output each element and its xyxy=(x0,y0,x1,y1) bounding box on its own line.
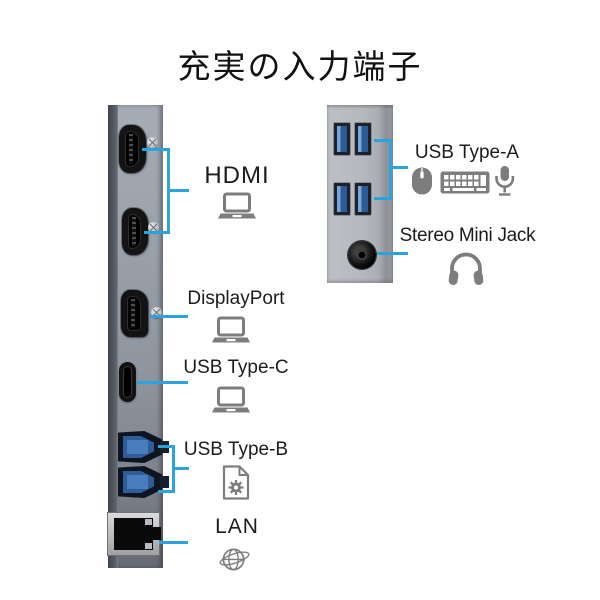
lan-inner xyxy=(114,518,153,550)
usb-b-inner xyxy=(123,436,154,458)
hdmi-label: HDMI xyxy=(204,162,270,189)
lan-latch xyxy=(153,527,161,540)
usb-b-inner xyxy=(123,471,154,493)
usb-type-b-label: USB Type-B xyxy=(183,439,289,460)
connector-line xyxy=(389,139,392,200)
laptop-icon xyxy=(212,316,250,345)
connector-line xyxy=(159,541,188,544)
usb-c-slot xyxy=(123,366,132,398)
connector-line xyxy=(158,490,175,493)
usb-type-a-port xyxy=(354,122,372,156)
hdmi-port-2 xyxy=(122,208,148,255)
laptop-icon xyxy=(218,192,256,221)
connector-line xyxy=(142,148,168,151)
usb-type-a-pair-2 xyxy=(333,182,372,216)
connector-line xyxy=(389,166,408,169)
displayport-label: DisplayPort xyxy=(187,288,285,309)
headphones-icon xyxy=(447,251,485,287)
laptop-icon xyxy=(212,386,250,415)
connector-line xyxy=(374,197,392,200)
lan-label: LAN xyxy=(215,515,259,538)
stereo-mini-jack-label: Stereo Mini Jack xyxy=(399,225,536,246)
screw-cross xyxy=(153,309,160,316)
jack-hole xyxy=(357,250,367,260)
lan-port xyxy=(107,512,161,556)
displayport-pins xyxy=(131,299,135,328)
usb-a-inner xyxy=(337,126,347,152)
microphone-icon xyxy=(493,165,516,197)
usb-b-latch xyxy=(160,476,169,488)
usb-type-a-label: USB Type-A xyxy=(414,142,520,163)
screw-icon xyxy=(148,222,159,233)
usb-type-b-port-2 xyxy=(118,466,162,498)
connector-line xyxy=(137,381,188,384)
connector-line xyxy=(377,252,408,255)
screw-icon xyxy=(147,137,158,148)
page-title: 充実の入力端子 xyxy=(177,48,423,85)
connector-line xyxy=(374,139,392,142)
lan-pin xyxy=(145,543,152,549)
usb-type-a-pair-1 xyxy=(333,122,372,156)
hdmi-pins xyxy=(129,134,133,164)
screw-icon xyxy=(151,307,162,318)
usb-a-inner xyxy=(358,186,368,212)
usb-a-inner xyxy=(358,126,368,152)
keyboard-icon xyxy=(440,171,490,194)
usb-type-a-port xyxy=(354,182,372,216)
usb-b-core xyxy=(127,440,148,454)
connector-line xyxy=(150,315,188,318)
document-gear-icon xyxy=(222,465,250,500)
usb-type-a-port xyxy=(333,182,351,216)
lan-pin xyxy=(145,519,152,525)
connector-line xyxy=(158,445,175,448)
usb-b-core xyxy=(127,475,148,489)
hdmi-port-1 xyxy=(119,125,146,173)
usb-a-inner xyxy=(337,186,347,212)
connector-line xyxy=(144,231,170,234)
globe-icon xyxy=(218,545,251,573)
mouse-icon xyxy=(411,167,433,195)
usb-type-c-port xyxy=(119,362,136,402)
connector-line xyxy=(172,467,189,470)
hdmi-pins xyxy=(132,217,136,246)
screw-cross xyxy=(149,139,156,146)
screw-cross xyxy=(150,224,157,231)
stereo-mini-jack-port xyxy=(348,241,376,269)
connector-line xyxy=(167,189,189,192)
usb-type-a-port xyxy=(333,122,351,156)
usb-type-b-port-1 xyxy=(118,431,162,463)
displayport-port xyxy=(121,290,148,337)
usb-type-c-label: USB Type-C xyxy=(183,357,289,378)
panel-edge xyxy=(108,105,118,568)
